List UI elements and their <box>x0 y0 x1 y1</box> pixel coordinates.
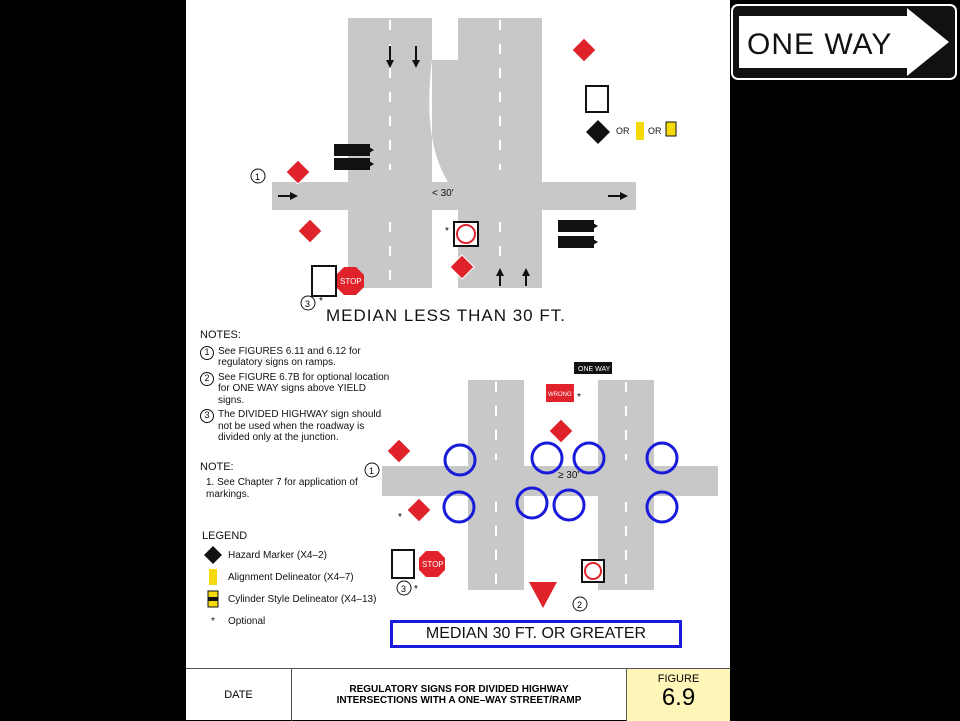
yield-sign-icon <box>548 418 574 444</box>
one-way-sign-text: ONE WAY <box>578 366 611 373</box>
keep-left-sign-icon <box>585 85 609 113</box>
top-intersection-diagram: < 30' OR OR STOP 1 3 * * <box>250 18 677 311</box>
yield-triangle-icon <box>529 582 557 608</box>
highlight-circles <box>442 441 679 524</box>
hazard-marker-icon <box>586 120 610 144</box>
asterisk-marker: * <box>445 226 449 237</box>
wrong-way-sign-text: WRONG WAY <box>548 392 586 398</box>
title-block: DATE REGULATORY SIGNS FOR DIVIDED HIGHWA… <box>186 668 730 721</box>
stop-sign-text: STOP <box>422 560 444 569</box>
callout-1: 1 <box>364 462 380 478</box>
yield-sign-icon <box>285 159 311 185</box>
figure-number-box: FIGURE 6.9 <box>627 669 730 721</box>
asterisk-icon: * <box>211 615 215 627</box>
asterisk-marker: * <box>319 296 323 307</box>
one-way-sign-icon <box>334 144 374 170</box>
svg-text:2: 2 <box>577 600 582 610</box>
one-way-sign-icon: ONE WAY <box>574 362 612 374</box>
asterisk-marker: * <box>414 584 418 595</box>
figure-title-line1: REGULATORY SIGNS FOR DIVIDED HIGHWAY <box>349 684 569 695</box>
stop-sign-icon: STOP <box>336 267 364 295</box>
caption-bottom: MEDIAN 30 FT. OR GREATER <box>390 620 682 648</box>
wrong-way-sign-icon: WRONG WAY <box>546 384 586 402</box>
hazard-marker-icon <box>204 546 222 564</box>
stop-sign-icon: STOP <box>419 551 445 577</box>
asterisk-marker: * <box>398 512 402 523</box>
caption-top: MEDIAN LESS THAN 30 FT. <box>326 306 566 325</box>
figure-sheet: < 30' OR OR STOP 1 3 * * MEDIAN LESS THA… <box>186 0 730 721</box>
figure-title: REGULATORY SIGNS FOR DIVIDED HIGHWAY INT… <box>292 669 627 721</box>
date-label: DATE <box>186 669 292 721</box>
or-label: OR <box>616 126 630 136</box>
no-left-turn-sign-icon <box>581 559 605 583</box>
bottom-intersection-diagram: ≥ 30' WRONG WAY ONE WAY STOP 1 2 3 * * * <box>364 362 718 612</box>
svg-text:1: 1 <box>255 172 260 182</box>
yield-sign-icon <box>406 497 432 523</box>
legend-item: Cylinder Style Delineator (X4–13) <box>202 588 392 610</box>
note-item-2: 1. See Chapter 7 for application of mark… <box>206 477 358 500</box>
legend-item: Alignment Delineator (X4–7) <box>202 566 392 588</box>
note-heading-2: NOTE: <box>200 460 234 473</box>
median-dimension-bottom: ≥ 30' <box>558 470 579 481</box>
one-way-sign-text: ONE WAY <box>747 28 892 61</box>
callout-3: 3 <box>396 580 412 596</box>
divided-highway-sign-icon <box>311 265 337 297</box>
legend-item: *Optional <box>202 610 392 632</box>
callout-3: 3 <box>300 295 316 311</box>
figure-label: FIGURE <box>657 673 700 685</box>
divided-highway-sign-icon <box>391 549 415 579</box>
figure-title-line2: INTERSECTIONS WITH A ONE–WAY STREET/RAMP <box>336 695 582 706</box>
legend-heading: LEGEND <box>202 530 248 542</box>
svg-text:3: 3 <box>401 584 406 594</box>
yield-sign-icon <box>449 254 475 280</box>
callout-1: 1 <box>250 168 266 184</box>
asterisk-marker: * <box>577 392 581 403</box>
yield-sign-icon <box>386 438 412 464</box>
legend-item: Hazard Marker (X4–2) <box>202 544 392 566</box>
one-way-sign-large: ONE WAY <box>731 4 957 80</box>
yield-sign-icon <box>297 218 323 244</box>
or-label: OR <box>648 126 662 136</box>
callout-2: 2 <box>572 596 588 612</box>
alignment-delineator-icon <box>636 122 644 140</box>
notes-heading: NOTES: <box>200 329 241 341</box>
legend: LEGEND Hazard Marker (X4–2) Alignment De… <box>202 530 392 632</box>
cylinder-delineator-icon <box>207 590 219 608</box>
no-left-turn-sign-icon <box>453 221 479 247</box>
cylinder-delineator-icon <box>665 121 677 137</box>
yield-sign-icon <box>571 37 597 63</box>
svg-text:3: 3 <box>305 299 310 309</box>
figure-number: 6.9 <box>661 684 696 711</box>
one-way-sign-icon <box>558 220 598 248</box>
svg-text:1: 1 <box>369 466 374 476</box>
alignment-delineator-icon <box>209 569 217 585</box>
median-dimension-top: < 30' <box>432 188 454 199</box>
stop-sign-text: STOP <box>340 277 362 286</box>
